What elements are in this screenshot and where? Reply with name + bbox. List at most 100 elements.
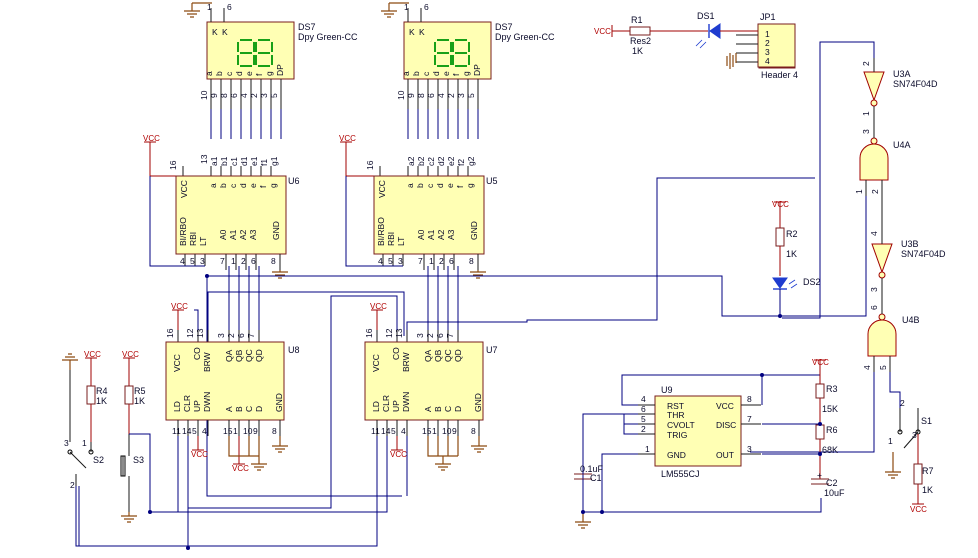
svg-text:4: 4 bbox=[401, 426, 406, 436]
svg-text:VCC: VCC bbox=[716, 401, 734, 411]
svg-text:4: 4 bbox=[378, 256, 383, 266]
svg-text:16: 16 bbox=[364, 328, 374, 338]
svg-text:3: 3 bbox=[765, 47, 770, 57]
svg-text:2: 2 bbox=[70, 480, 75, 490]
svg-text:6: 6 bbox=[426, 93, 436, 98]
svg-text:R5: R5 bbox=[134, 386, 146, 396]
svg-text:3: 3 bbox=[64, 438, 69, 448]
svg-text:4: 4 bbox=[765, 56, 770, 66]
svg-text:8: 8 bbox=[471, 426, 476, 436]
svg-text:2: 2 bbox=[446, 93, 456, 98]
svg-text:U3A: U3A bbox=[893, 69, 911, 79]
svg-text:f: f bbox=[451, 73, 461, 76]
resistor-r4: VCC R4 1K bbox=[84, 350, 108, 442]
svg-text:R3: R3 bbox=[826, 384, 838, 394]
svg-text:f: f bbox=[455, 185, 465, 188]
svg-text:OUT: OUT bbox=[716, 450, 734, 460]
svg-text:7: 7 bbox=[445, 333, 455, 338]
vcc-label: VCC bbox=[143, 134, 160, 143]
svg-text:3: 3 bbox=[456, 93, 466, 98]
svg-text:e: e bbox=[244, 71, 254, 76]
junction-dots bbox=[148, 274, 822, 550]
svg-text:g: g bbox=[264, 71, 274, 76]
svg-text:15: 15 bbox=[223, 426, 233, 436]
svg-text:5: 5 bbox=[391, 426, 396, 436]
svg-text:DP: DP bbox=[275, 64, 285, 76]
svg-text:1: 1 bbox=[765, 29, 770, 39]
svg-text:D: D bbox=[453, 406, 463, 412]
svg-text:TRIG: TRIG bbox=[667, 430, 687, 440]
svg-text:g: g bbox=[465, 183, 475, 188]
svg-text:f2: f2 bbox=[456, 159, 466, 166]
svg-text:VCC: VCC bbox=[172, 354, 182, 372]
vcc-label: VCC bbox=[232, 464, 249, 473]
svg-text:1K: 1K bbox=[786, 249, 797, 259]
svg-text:14: 14 bbox=[381, 426, 391, 436]
svg-text:9: 9 bbox=[209, 93, 219, 98]
svg-text:5: 5 bbox=[192, 426, 197, 436]
svg-text:JP1: JP1 bbox=[760, 12, 776, 22]
svg-text:11: 11 bbox=[371, 426, 380, 436]
svg-text:VCC: VCC bbox=[371, 354, 381, 372]
nand-u4a: 3 1 2 U4A bbox=[854, 120, 911, 196]
display-ds7-left: K K a b c d e f g DP DS7 Dpy Green-CC 1 … bbox=[184, 2, 358, 166]
resistor-r5: VCC R5 1K bbox=[122, 350, 146, 434]
svg-text:CLR: CLR bbox=[381, 395, 391, 412]
svg-text:QA: QA bbox=[423, 349, 433, 362]
resistor-r3: VCC R3 15K bbox=[812, 358, 838, 424]
svg-text:1: 1 bbox=[645, 444, 650, 454]
svg-text:C2: C2 bbox=[826, 478, 838, 488]
svg-text:+: + bbox=[817, 470, 822, 480]
svg-text:3: 3 bbox=[912, 430, 917, 440]
svg-text:GND: GND bbox=[271, 221, 281, 240]
svg-text:8: 8 bbox=[219, 93, 229, 98]
svg-text:a: a bbox=[401, 71, 411, 76]
svg-text:C: C bbox=[443, 406, 453, 412]
svg-text:9: 9 bbox=[406, 93, 416, 98]
svg-text:K: K bbox=[409, 27, 415, 37]
svg-text:f: f bbox=[254, 73, 264, 76]
svg-text:C: C bbox=[244, 406, 254, 412]
svg-text:THR: THR bbox=[667, 410, 684, 420]
svg-text:1: 1 bbox=[432, 426, 437, 436]
svg-text:4: 4 bbox=[180, 256, 185, 266]
svg-text:16: 16 bbox=[168, 160, 178, 170]
svg-text:g1: g1 bbox=[269, 156, 279, 166]
switch-s1: 2 3 1 S1 bbox=[885, 398, 932, 479]
svg-text:5: 5 bbox=[878, 365, 888, 370]
capacitor-c2: C2 10uF + bbox=[811, 470, 845, 498]
svg-text:VCC: VCC bbox=[179, 180, 189, 198]
svg-text:14: 14 bbox=[182, 426, 192, 436]
svg-text:e: e bbox=[445, 183, 455, 188]
svg-text:10: 10 bbox=[243, 426, 253, 436]
svg-text:CO: CO bbox=[192, 347, 202, 360]
display-ref: DS7 bbox=[298, 22, 316, 32]
svg-text:8: 8 bbox=[416, 93, 426, 98]
svg-text:GND: GND bbox=[667, 450, 686, 460]
display-ds7-right: K K a b c d e f g DP DS7 Dpy Green-CC 1 … bbox=[381, 2, 555, 166]
svg-text:f1: f1 bbox=[259, 159, 269, 166]
svg-text:e: e bbox=[248, 183, 258, 188]
timer-u9: RST THR CVOLT TRIG GND VCC DISC OUT 4 6 … bbox=[638, 385, 761, 479]
svg-text:QB: QB bbox=[234, 349, 244, 362]
svg-text:3: 3 bbox=[259, 93, 269, 98]
nand-u4b: 6 4 5 U4B bbox=[862, 296, 920, 372]
svg-text:A: A bbox=[423, 406, 433, 412]
resistor-r7: R7 1K VCC bbox=[910, 434, 934, 514]
svg-text:16: 16 bbox=[165, 328, 175, 338]
inverter-u3a: 2 1 U3A SN74F04D bbox=[861, 58, 938, 120]
vcc-label: VCC bbox=[122, 350, 139, 359]
svg-text:a: a bbox=[204, 71, 214, 76]
switch-ref: S3 bbox=[133, 455, 144, 465]
svg-text:d: d bbox=[435, 183, 445, 188]
counter-u8: VCC 16 12 13 3 2 6 7 VCC CO BRW QA QB QC… bbox=[165, 266, 300, 473]
svg-text:3: 3 bbox=[869, 287, 879, 292]
svg-text:DS2: DS2 bbox=[803, 277, 821, 287]
svg-text:2: 2 bbox=[861, 61, 871, 66]
svg-text:3: 3 bbox=[415, 333, 425, 338]
svg-text:10: 10 bbox=[199, 90, 209, 100]
chip-ref: U8 bbox=[288, 345, 300, 355]
svg-text:3: 3 bbox=[398, 256, 403, 266]
svg-text:4: 4 bbox=[869, 231, 879, 236]
